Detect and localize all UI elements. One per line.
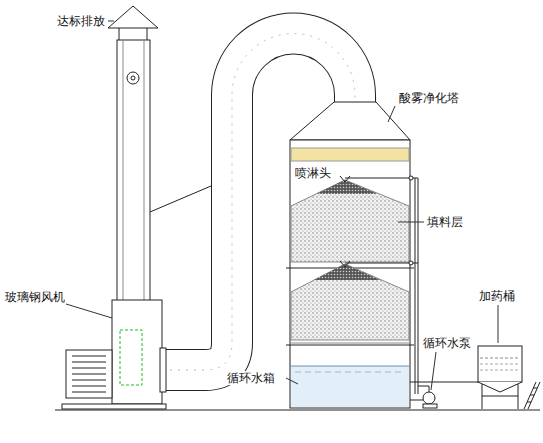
pump-symbol — [423, 392, 435, 404]
callout-label: 加药桶 — [478, 289, 516, 303]
leader-lines — [66, 21, 498, 390]
stack — [108, 6, 158, 302]
ground-line — [55, 410, 540, 411]
callout-label: 玻璃钢风机 — [4, 290, 66, 304]
spray-piping — [340, 176, 478, 408]
dosing-tank — [478, 346, 540, 409]
callout-label: 循环水箱 — [226, 371, 276, 385]
support-strut — [150, 186, 211, 212]
purification-tower — [286, 102, 414, 408]
callout-label: 填料层 — [426, 215, 464, 229]
callout-label: 喷淋头 — [294, 166, 332, 180]
fan-housing — [62, 300, 166, 409]
callout-label: 酸雾净化塔 — [398, 91, 460, 105]
callout-label: 达标排放 — [56, 14, 106, 28]
callout-label: 循环水泵 — [422, 336, 472, 350]
